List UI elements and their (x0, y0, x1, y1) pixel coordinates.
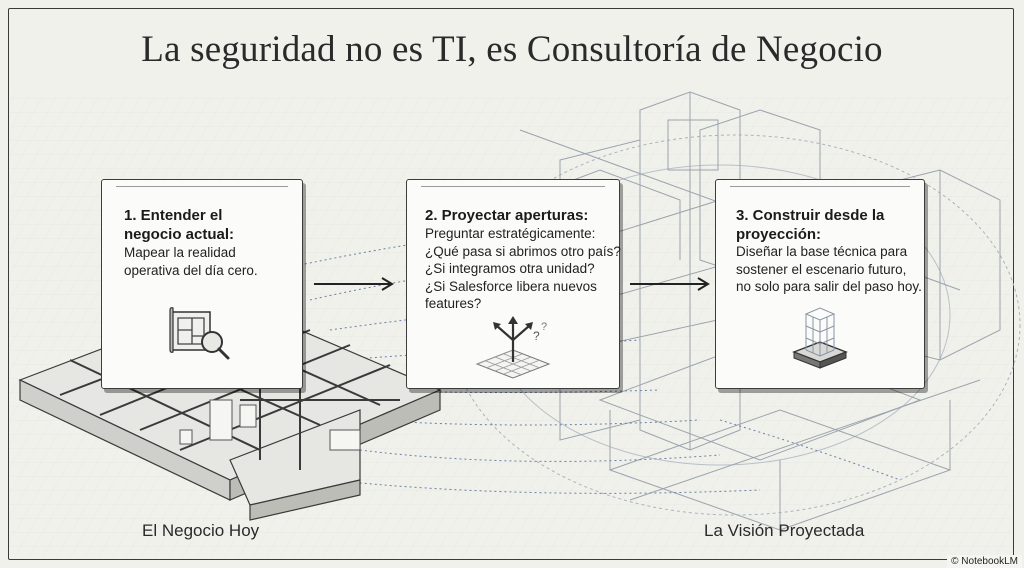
step-2-body-line-3: ¿Si integramos otra unidad? (425, 261, 595, 276)
step-2-body-line-5: features? (425, 296, 482, 311)
label-current-business: El Negocio Hoy (142, 521, 260, 540)
step-1-heading-line-2: negocio actual: (124, 226, 235, 243)
cube-on-platform-icon (792, 307, 848, 369)
step-2-body: Preguntar estratégicamente: ¿Qué pasa si… (425, 225, 621, 313)
step-2-body-line-2: ¿Qué pasa si abrimos otro país? (425, 243, 621, 259)
blueprint-magnifier-icon (169, 307, 230, 360)
step-1-heading-line-1: 1. Entender el (124, 207, 223, 224)
step-1-body: Mapear la realidad operativa del día cer… (124, 244, 292, 279)
step-3-body-line-2: sostener el escenario futuro, (736, 261, 907, 277)
step-2-body-line-4: ¿Si Salesforce libera nuevos (425, 278, 597, 294)
card-rule (116, 186, 288, 187)
step-3-body: Diseñar la base técnica para sostener el… (736, 243, 922, 296)
step-3-body-line-3: no solo para salir del paso hoy. (736, 279, 922, 294)
svg-text:?: ? (533, 329, 540, 343)
step-3-heading-line-1: 3. Construir desde la (736, 207, 885, 224)
card-rule (421, 186, 605, 187)
svg-text:?: ? (541, 321, 547, 333)
step-3-heading: 3. Construir desde la proyección: (736, 206, 910, 244)
step-1-body-line-1: Mapear la realidad (124, 245, 236, 260)
arrow-step-1-to-2 (314, 277, 394, 291)
step-card-1: 1. Entender el negocio actual: Mapear la… (101, 179, 303, 389)
notebooklm-badge: © NotebookLM (947, 555, 1022, 568)
card-rule (730, 186, 910, 187)
page-title: La seguridad no es TI, es Consultoría de… (141, 29, 883, 70)
arrow-step-2-to-3 (630, 277, 710, 291)
step-3-heading-line-2: proyección: (736, 226, 822, 243)
step-3-body-line-1: Diseñar la base técnica para (736, 244, 908, 259)
label-projected-vision: La Visión Proyectada (704, 521, 865, 540)
step-2-body-line-1: Preguntar estratégicamente: (425, 226, 596, 241)
step-2-heading: 2. Proyectar aperturas: (425, 206, 605, 225)
floorplan-rooms (179, 399, 361, 451)
step-1-body-line-2: operativa del día cero. (124, 262, 258, 278)
step-card-3: 3. Construir desde la proyección: Diseña… (715, 179, 925, 389)
step-2-heading-line-1: 2. Proyectar aperturas: (425, 207, 589, 224)
step-card-2: 2. Proyectar aperturas: Preguntar estrat… (406, 179, 621, 389)
step-1-heading: 1. Entender el negocio actual: (124, 206, 288, 244)
branching-arrows-icon: ? ? (475, 316, 551, 379)
